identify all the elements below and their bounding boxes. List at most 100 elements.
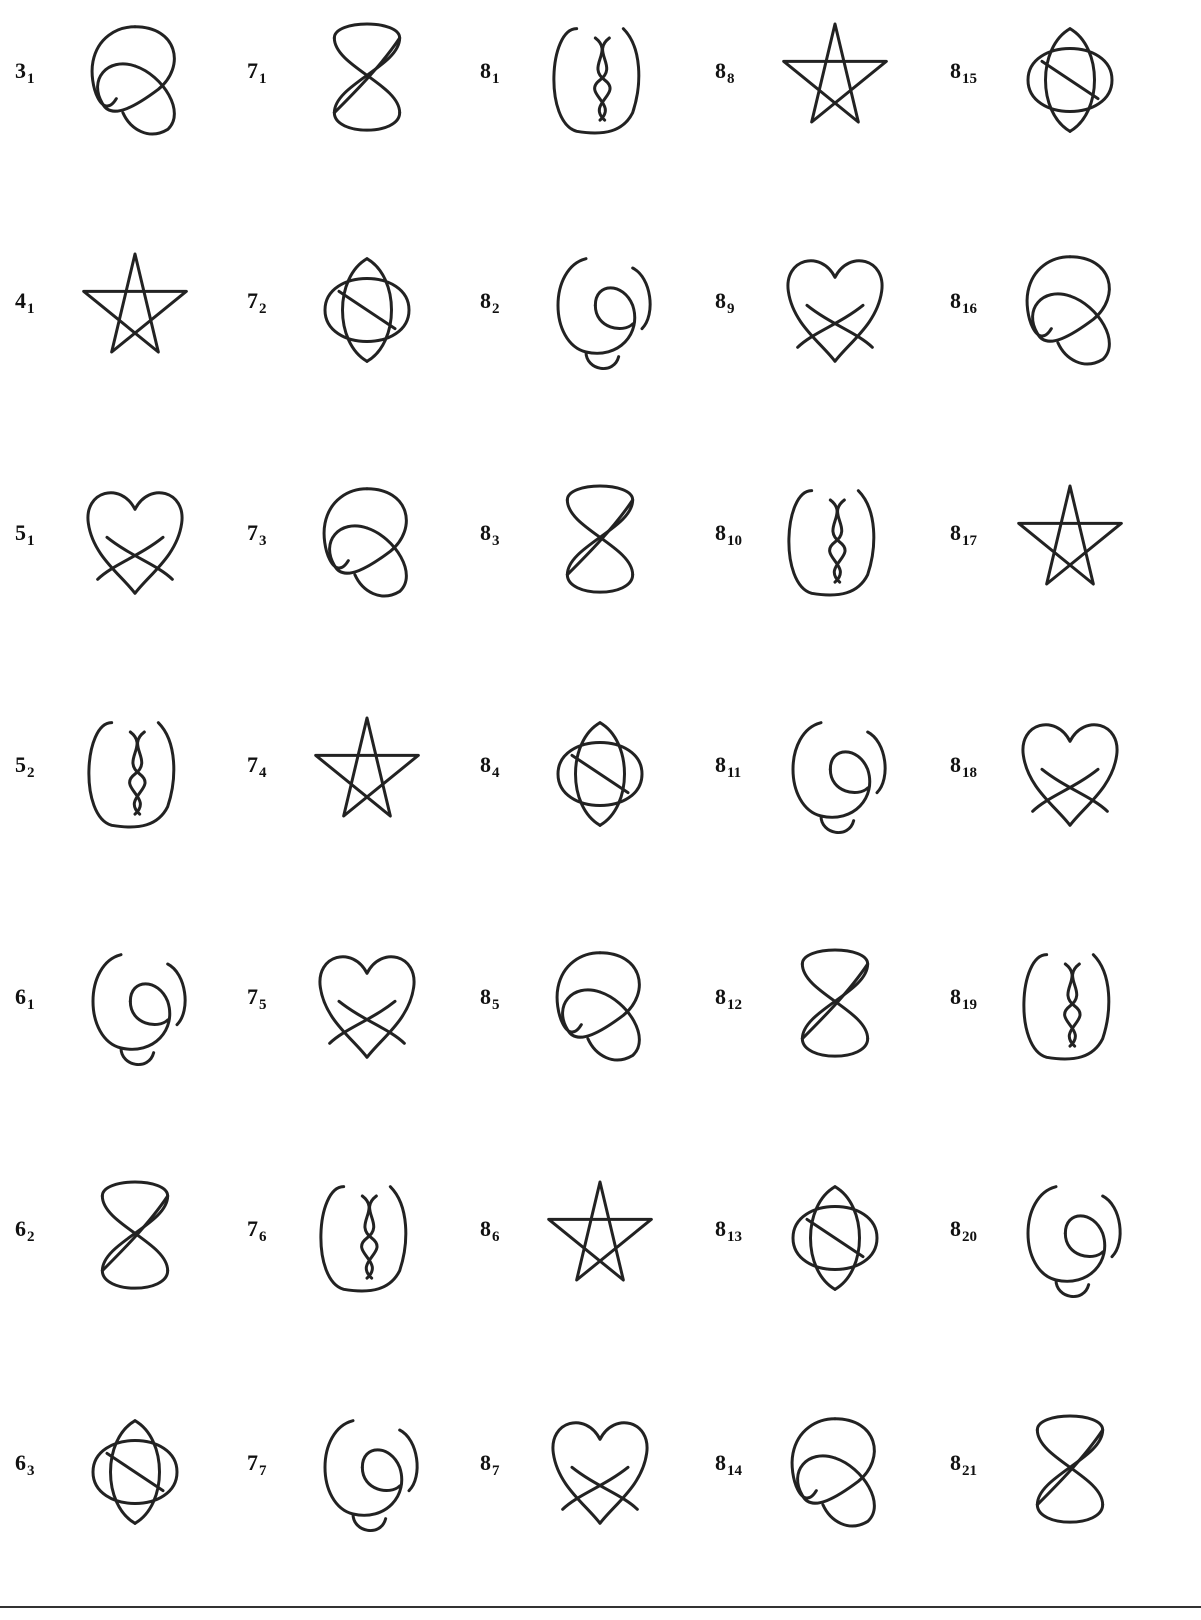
knot-strand (563, 953, 640, 1037)
knot-label: 815 (950, 60, 977, 87)
knot-crossing-number: 5 (15, 752, 26, 777)
knot-crossing-number: 8 (715, 58, 726, 83)
knot-diagram (65, 1168, 205, 1308)
knot-cell: 74 (232, 694, 467, 922)
knot-label: 812 (715, 986, 742, 1013)
knot-crossing-number: 8 (480, 58, 491, 83)
knot-crossing-number: 8 (950, 752, 961, 777)
knot-strand (135, 1421, 160, 1524)
knot-diagram (765, 1168, 905, 1308)
knot-crossing-number: 8 (480, 1450, 491, 1475)
knot-strand (1042, 61, 1098, 98)
knot-strand (355, 528, 407, 596)
knot-label: 811 (715, 754, 741, 781)
knot-diagram (297, 1402, 437, 1542)
knot-diagram (530, 704, 670, 844)
knot-index: 1 (27, 997, 35, 1013)
knot-strand (1019, 486, 1122, 584)
knot-index: 19 (962, 997, 977, 1013)
knot-cell: 81 (465, 0, 700, 228)
knot-strand (595, 305, 632, 328)
knot-strand (784, 24, 887, 122)
knot-diagram (765, 10, 905, 150)
knot-cell: 31 (0, 0, 235, 228)
knot-strand (98, 27, 175, 111)
knot-strand (595, 38, 610, 120)
knot-crossing-number: 7 (247, 520, 258, 545)
knot-label: 819 (950, 986, 977, 1013)
knot-crossing-number: 7 (247, 58, 258, 83)
knot-crossing-number: 8 (480, 984, 491, 1009)
knot-strand (130, 1001, 167, 1024)
knot-strand (343, 259, 368, 362)
knot-crossing-number: 8 (715, 984, 726, 1009)
knot-cell: 814 (700, 1392, 935, 1620)
knot-index: 13 (727, 1229, 742, 1245)
knot-strand (321, 1187, 406, 1291)
knot-label: 816 (950, 290, 977, 317)
knot-crossing-number: 7 (247, 984, 258, 1009)
knot-label: 62 (15, 1218, 35, 1245)
knot-cell: 821 (935, 1392, 1170, 1620)
knot-index: 14 (727, 1463, 742, 1479)
knot-label: 85 (480, 986, 500, 1013)
knot-label: 51 (15, 522, 35, 549)
knot-diagram (530, 10, 670, 150)
knot-strand (1033, 257, 1110, 341)
knot-strand (830, 769, 867, 792)
knot-label: 71 (247, 60, 267, 87)
knot-cell: 815 (935, 0, 1170, 228)
knot-index: 16 (962, 301, 977, 317)
knot-label: 61 (15, 986, 35, 1013)
knot-label: 818 (950, 754, 977, 781)
knot-crossing-number: 8 (480, 520, 491, 545)
knot-crossing-number: 8 (950, 1450, 961, 1475)
knot-label: 81 (480, 60, 500, 87)
knot-diagram (1000, 10, 1140, 150)
knot-crossing-number: 8 (715, 752, 726, 777)
knot-crossing-number: 7 (247, 288, 258, 313)
knot-strand (807, 1219, 863, 1256)
knot-strand (123, 66, 175, 134)
knot-strand (88, 493, 182, 594)
knot-diagram (765, 936, 905, 1076)
knot-label: 72 (247, 290, 267, 317)
knot-cell: 62 (0, 1158, 235, 1386)
knot-strand (339, 291, 395, 328)
knot-strand (84, 254, 187, 352)
knot-cell: 77 (232, 1392, 467, 1620)
knot-cell: 810 (700, 462, 935, 690)
knot-cell: 818 (935, 694, 1170, 922)
knot-strand (320, 957, 414, 1058)
knot-diagram (65, 1402, 205, 1542)
knot-cell: 87 (465, 1392, 700, 1620)
knot-cell: 816 (935, 230, 1170, 458)
knot-index: 2 (259, 301, 267, 317)
knot-strand (823, 1458, 875, 1526)
knot-diagram (765, 704, 905, 844)
knot-label: 41 (15, 290, 35, 317)
knot-crossing-number: 7 (247, 752, 258, 777)
knot-label: 52 (15, 754, 35, 781)
knot-label: 73 (247, 522, 267, 549)
knot-strand (130, 732, 145, 814)
knot-index: 12 (727, 997, 742, 1013)
knot-strand (1070, 29, 1095, 132)
knot-label: 84 (480, 754, 500, 781)
knot-cell: 811 (700, 694, 935, 922)
knot-index: 7 (492, 1463, 500, 1479)
knot-label: 75 (247, 986, 267, 1013)
knot-crossing-number: 8 (950, 984, 961, 1009)
knot-diagram (65, 240, 205, 380)
knot-label: 88 (715, 60, 735, 87)
knot-diagram (65, 704, 205, 844)
knot-diagram (297, 1168, 437, 1308)
knot-diagram (1000, 1168, 1140, 1308)
knot-crossing-number: 6 (15, 1216, 26, 1241)
knot-index: 20 (962, 1229, 977, 1245)
knot-strand (1024, 955, 1109, 1059)
knot-index: 8 (727, 71, 735, 87)
knot-label: 82 (480, 290, 500, 317)
knot-label: 76 (247, 1218, 267, 1245)
knot-diagram (1000, 472, 1140, 612)
